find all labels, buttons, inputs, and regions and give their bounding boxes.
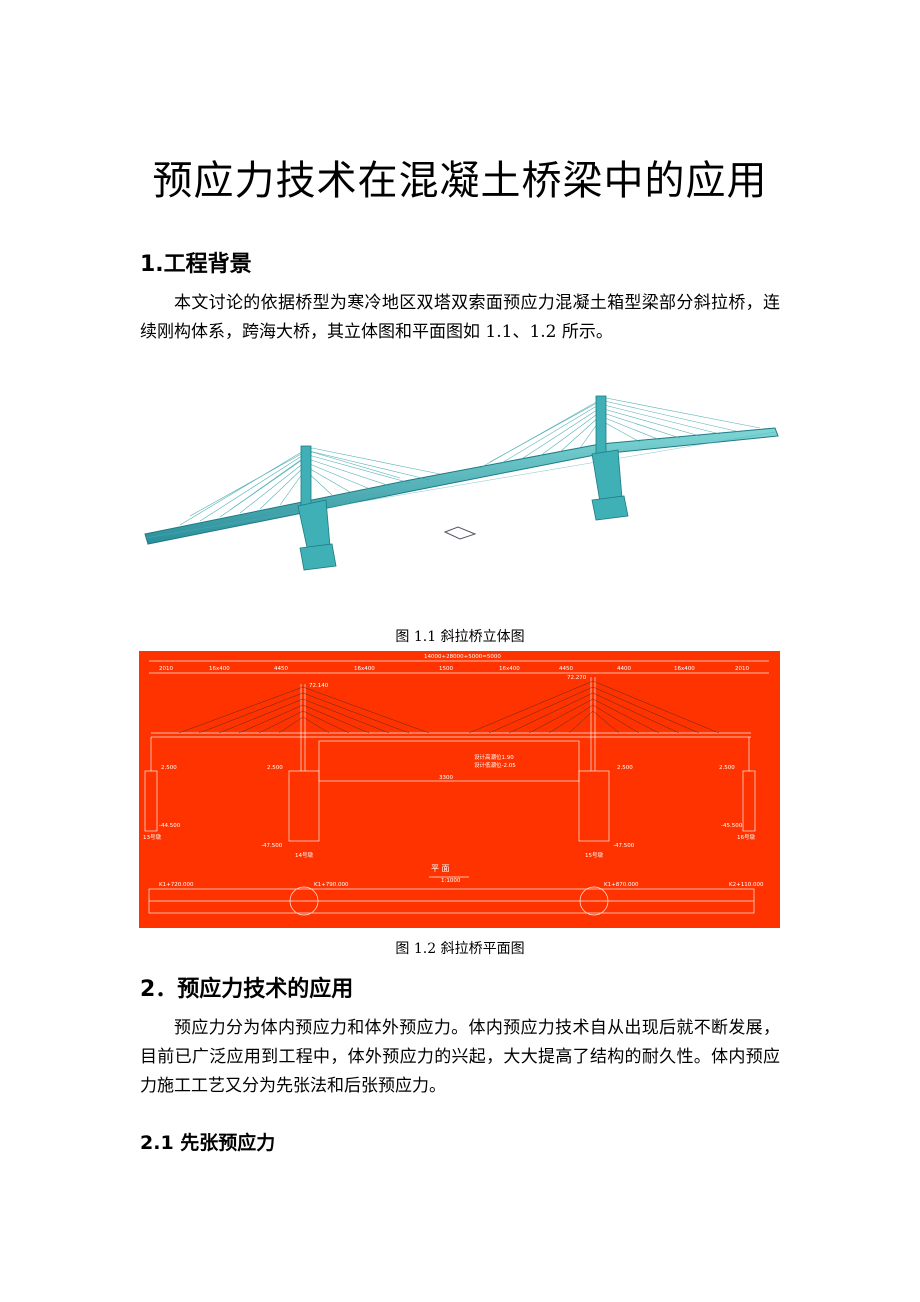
plan-top-total: 14000+28000+5000=5000 xyxy=(424,654,501,660)
left-tower xyxy=(297,445,337,571)
plan-dim-6: 16x400 xyxy=(499,666,520,672)
station-mid-left: K1+790.000 xyxy=(314,882,349,888)
left-pier-elev: 2.500 xyxy=(161,765,177,771)
right-tower-cables xyxy=(479,397,761,469)
right-pier-elev: 2.500 xyxy=(719,765,735,771)
pier-14-label: 14号墩 xyxy=(295,851,313,859)
main-span-dim: 3300 xyxy=(439,775,453,781)
section-1-paragraph: 本文讨论的依据桥型为寒冷地区双塔双索面预应力混凝土箱型梁部分斜拉桥，连续刚构体系… xyxy=(140,293,780,342)
plan-dim-4: 16x400 xyxy=(354,666,375,672)
mid-right-elev: 2.500 xyxy=(617,765,633,771)
pier-15-label: 15号墩 xyxy=(585,851,603,859)
plan-dim-10: 2010 xyxy=(735,666,749,672)
plan-dim-8: 4400 xyxy=(617,666,631,672)
plan-dim-5: 1500 xyxy=(439,666,453,672)
section-2-paragraph: 预应力分为体内预应力和体外预应力。体内预应力技术自从出现后就不断发展，目前已广泛… xyxy=(140,1018,780,1096)
pile-right-elev: -45.500 xyxy=(721,823,743,829)
bridge-deck xyxy=(144,427,779,545)
pier-16-label: 16号墩 xyxy=(737,833,755,841)
section-1-heading: 1.工程背景 xyxy=(140,252,252,277)
plan-dim-9: 16x400 xyxy=(674,666,695,672)
pier-13-label: 13号墩 xyxy=(143,833,161,841)
station-left: K1+720.000 xyxy=(159,882,194,888)
section-2-heading: 2．预应力技术的应用 xyxy=(140,977,354,1002)
document-title: 预应力技术在混凝土桥梁中的应用 xyxy=(152,158,768,204)
mid-left-elev: 2.500 xyxy=(267,765,283,771)
plan-scale: 1:1000 xyxy=(441,878,461,884)
plan-dim-1: 2010 xyxy=(159,666,173,672)
plan-label: 平 面 xyxy=(431,864,450,873)
right-tower-elev: 72.270 xyxy=(567,675,587,681)
plan-dim-3: 4450 xyxy=(274,666,288,672)
left-tower-elev: 72.140 xyxy=(309,683,329,689)
right-tower xyxy=(591,395,629,521)
station-right: K2+110.000 xyxy=(729,882,764,888)
station-mid-right: K1+870.000 xyxy=(604,882,639,888)
plan-dim-7: 4450 xyxy=(559,666,573,672)
pile-mid-right-elev: -47.500 xyxy=(613,843,635,849)
pile-mid-left-elev: -47.500 xyxy=(261,843,283,849)
figure-1-caption: 图 1.1 斜拉桥立体图 xyxy=(395,629,525,645)
section-2-1-heading: 2.1 先张预应力 xyxy=(140,1132,276,1154)
axis-glyph xyxy=(443,526,477,540)
plan-dim-2: 16x400 xyxy=(209,666,230,672)
water-low: 设计低潮位-2.05 xyxy=(474,761,516,769)
pile-left-elev: -44.500 xyxy=(159,823,181,829)
water-high: 设计高潮位1.90 xyxy=(474,753,514,761)
bridge-3d-figure xyxy=(144,395,779,571)
bridge-plan-figure: 14000+28000+5000=5000 2010 16x400 4450 1… xyxy=(139,651,780,928)
figure-2-caption: 图 1.2 斜拉桥平面图 xyxy=(395,941,525,957)
